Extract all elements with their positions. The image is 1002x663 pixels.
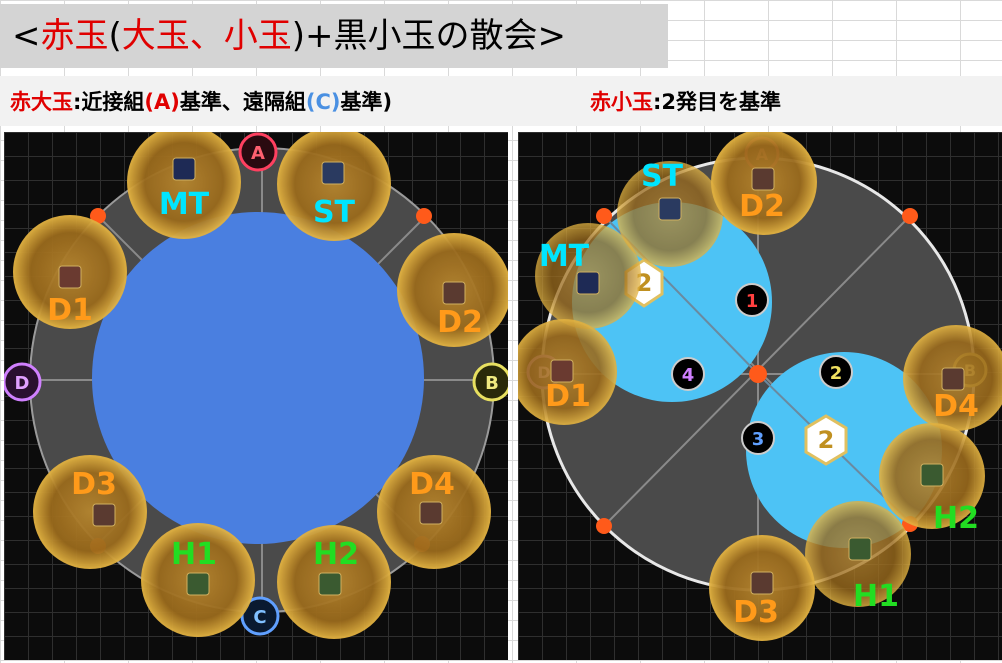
hex-icon-lower: 2 xyxy=(804,414,848,466)
player-h2: H2 xyxy=(879,423,985,536)
player-h2: H2 xyxy=(277,525,391,639)
waymark-d: D xyxy=(4,362,42,402)
title-big-ball: 大玉 xyxy=(121,16,190,56)
order-number: 2 xyxy=(830,363,843,384)
healer-job-icon xyxy=(848,537,872,561)
small-ball-label: 赤小玉 xyxy=(590,90,653,114)
label-st: ST xyxy=(641,159,684,194)
label-st: ST xyxy=(313,195,356,230)
melee-job-icon xyxy=(442,281,466,305)
melee-job-icon xyxy=(751,167,775,191)
player-d3: D3 xyxy=(33,455,147,569)
waymark-a: A xyxy=(238,132,278,172)
hex-number: 2 xyxy=(818,426,835,454)
player-d4: D4 xyxy=(377,455,491,569)
caster-job-icon xyxy=(941,367,965,391)
order-number: 4 xyxy=(682,365,695,386)
big-red-ball-zone xyxy=(92,212,424,544)
ranged-job-icon xyxy=(92,503,116,527)
waymark-b: B xyxy=(472,362,508,402)
healer-job-icon xyxy=(186,572,210,596)
caster-job-icon xyxy=(419,501,443,525)
label-d3: D3 xyxy=(71,467,117,502)
player-h1: H1 xyxy=(805,501,911,614)
label-d4: D4 xyxy=(933,389,979,424)
waymark-b-label: B xyxy=(485,373,499,394)
player-mt: MT xyxy=(535,223,641,329)
label-mt: MT xyxy=(539,239,590,274)
label-d2: D2 xyxy=(739,189,785,224)
player-d1: D1 xyxy=(518,319,617,425)
subtitle-right: 赤小玉:2発目を基準 xyxy=(590,86,781,116)
player-d2: D2 xyxy=(711,132,817,235)
label-h1: H1 xyxy=(171,537,217,572)
page-title: <赤玉(大玉、小玉)+黒小玉の散会> xyxy=(0,4,668,68)
order-marker-2: 2 xyxy=(819,355,853,389)
melee-group-text: 近接組 xyxy=(81,90,145,114)
melee-job-icon xyxy=(550,359,574,383)
label-d3: D3 xyxy=(733,595,779,630)
tank-job-icon xyxy=(321,161,345,185)
player-h1: H1 xyxy=(141,523,255,637)
label-h2: H2 xyxy=(313,537,359,572)
colon: : xyxy=(653,90,662,114)
label-d4: D4 xyxy=(409,467,455,502)
order-marker-1: 1 xyxy=(735,283,769,317)
ranged-job-icon xyxy=(750,571,774,595)
right-arena-svg: 2 2 1 2 3 4 A D B ST D2 xyxy=(518,132,1002,641)
title-small-ball: 小玉 xyxy=(223,16,292,56)
player-mt: MT xyxy=(127,132,241,239)
tank-job-icon xyxy=(658,197,682,221)
left-arena-svg: A D B C MT ST D1 D2 D3 D4 xyxy=(4,132,508,639)
basis-text: 基準) xyxy=(340,90,393,114)
order-marker-4: 4 xyxy=(671,357,705,391)
title-paren-close: ) xyxy=(291,16,306,56)
order-marker-3: 3 xyxy=(741,421,775,455)
left-arena-panel: A D B C MT ST D1 D2 D3 D4 xyxy=(4,132,508,660)
tank-job-icon xyxy=(172,157,196,181)
player-d3: D3 xyxy=(709,535,815,641)
label-h1: H1 xyxy=(853,579,899,614)
waymark-c-label: C xyxy=(253,607,266,628)
ranged-group-text: 基準、遠隔組 xyxy=(179,90,306,114)
label-d1: D1 xyxy=(47,293,93,328)
label-d2: D2 xyxy=(437,305,483,340)
tank-job-icon xyxy=(576,271,600,295)
title-bracket-close: > xyxy=(537,16,567,56)
waymark-d-label: D xyxy=(15,373,30,394)
big-ball-label: 赤大玉 xyxy=(10,90,73,114)
player-d2: D2 xyxy=(397,233,508,347)
title-red-ball: 赤玉 xyxy=(40,16,109,56)
player-d4: D4 xyxy=(903,325,1002,431)
subtitle-left: 赤大玉:近接組(A)基準、遠隔組(C)基準) xyxy=(10,86,392,116)
player-st: ST xyxy=(277,132,391,241)
colon: : xyxy=(73,90,82,114)
marker-c-ref: (C) xyxy=(305,90,341,114)
melee-job-icon xyxy=(58,265,82,289)
title-bracket-open: < xyxy=(12,16,41,56)
subtitle-row: 赤大玉:近接組(A)基準、遠隔組(C)基準) 赤小玉:2発目を基準 xyxy=(0,76,1002,126)
title-separator: 、 xyxy=(189,16,224,56)
label-d1: D1 xyxy=(545,379,591,414)
player-st: ST xyxy=(617,159,723,267)
order-number: 3 xyxy=(752,429,765,450)
waymark-a-label: A xyxy=(251,143,265,164)
healer-job-icon xyxy=(920,463,944,487)
label-mt: MT xyxy=(159,187,210,222)
healer-job-icon xyxy=(318,572,342,596)
order-number: 1 xyxy=(746,291,759,312)
title-rest: +黒小玉の散会 xyxy=(305,16,538,56)
label-h2: H2 xyxy=(933,501,979,536)
second-hit-text: 2発目を基準 xyxy=(661,90,782,114)
player-d1: D1 xyxy=(13,215,127,329)
marker-a-ref: (A) xyxy=(144,90,180,114)
right-arena-panel: 2 2 1 2 3 4 A D B ST D2 xyxy=(518,132,1002,660)
title-paren-open: ( xyxy=(108,16,122,56)
